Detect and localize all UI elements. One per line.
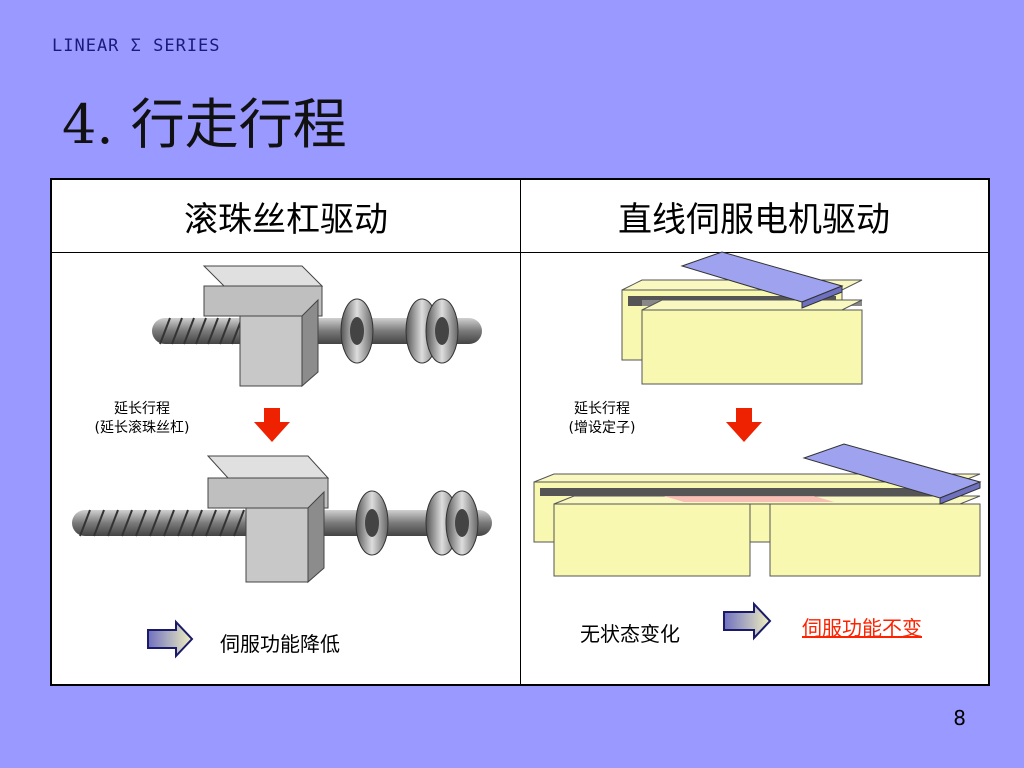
left-note-line1: 延长行程 xyxy=(114,401,170,417)
red-down-arrow-icon xyxy=(254,408,290,442)
right-note: 延长行程 (增设定子) xyxy=(542,400,662,438)
left-note-line2: (延长滚珠丝杠) xyxy=(94,420,190,436)
left-column-header: 滚珠丝杠驱动 xyxy=(184,199,388,240)
header-divider xyxy=(52,252,988,253)
right-note-line1: 延长行程 xyxy=(574,401,630,417)
left-result: 伺服功能降低 xyxy=(220,632,340,656)
column-divider xyxy=(520,180,521,684)
ballscrew-long-illustration xyxy=(72,455,492,584)
right-arrow-icon-2 xyxy=(723,601,772,641)
right-note-line2: (增设定子) xyxy=(568,420,636,436)
right-column-header: 直线伺服电机驱动 xyxy=(618,199,890,240)
red-down-arrow-icon-right xyxy=(726,408,762,442)
left-note: 延长行程 (延长滚珠丝杠) xyxy=(82,400,202,438)
comparison-table: 滚珠丝杠驱动 直线伺服电机驱动 延长行程 (延长滚珠丝杠) xyxy=(50,178,990,686)
right-arrow-icon xyxy=(147,619,194,659)
series-label: LINEAR Σ SERIES xyxy=(52,36,221,56)
page-number: 8 xyxy=(953,706,966,730)
right-result: 伺服功能不变 xyxy=(802,616,922,640)
linear-motor-short-illustration xyxy=(621,251,863,385)
ballscrew-short-illustration xyxy=(152,265,482,388)
page-title: 4. 行走行程 xyxy=(62,93,347,156)
right-condition: 无状态变化 xyxy=(580,622,680,646)
linear-motor-long-illustration xyxy=(533,443,982,577)
